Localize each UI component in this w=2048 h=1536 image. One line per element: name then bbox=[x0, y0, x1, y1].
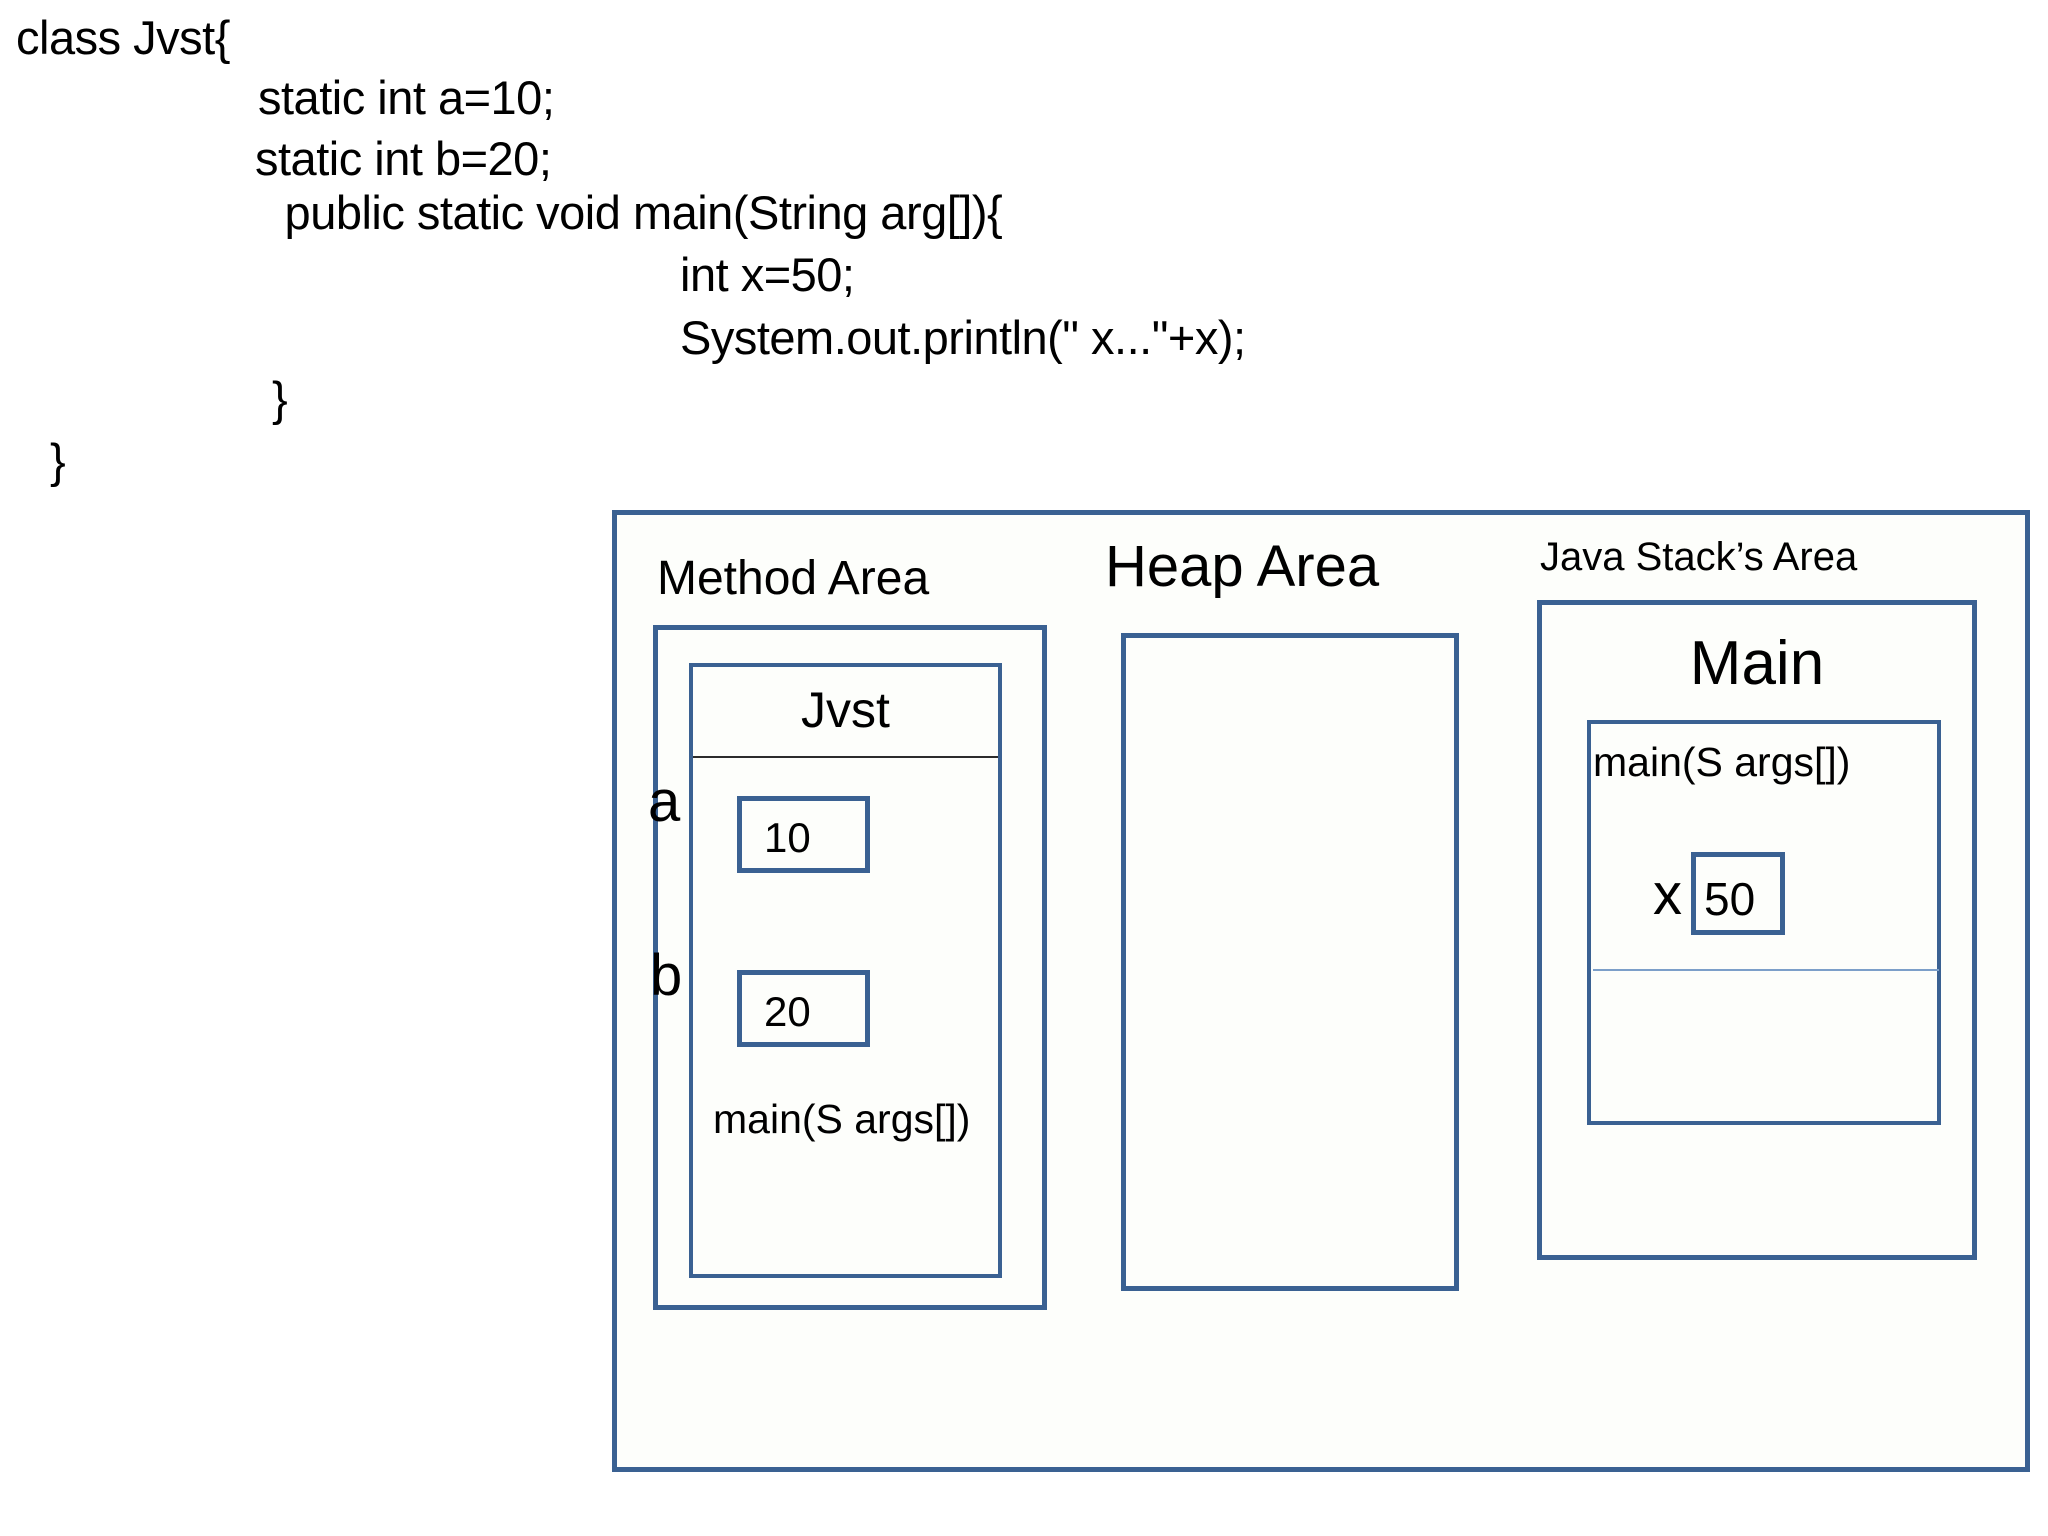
stack-main-frame-title: Main bbox=[1689, 629, 1825, 698]
local-var-x-label: x bbox=[1653, 862, 1682, 927]
code-line-static-b: static int b=20; bbox=[255, 132, 552, 185]
static-field-b-label: b bbox=[650, 943, 683, 1008]
method-area-main-signature: main(S args[]) bbox=[713, 1096, 971, 1142]
static-field-b-value: 20 bbox=[764, 988, 811, 1035]
code-line-close-method: } bbox=[272, 372, 288, 425]
java-stack-area-title: Java Stack’s Area bbox=[1540, 535, 1858, 579]
heap-area-box bbox=[1121, 633, 1459, 1291]
static-field-a-value-box: 10 bbox=[737, 796, 870, 873]
java-stack-area-box: Main main(S args[]) 50 x bbox=[1537, 600, 1977, 1260]
local-var-x-value-box: 50 bbox=[1691, 852, 1785, 935]
local-var-x-value: 50 bbox=[1704, 873, 1756, 925]
code-line-close-class: } bbox=[50, 434, 66, 487]
code-line-class-decl: class Jvst{ bbox=[16, 11, 230, 64]
jvst-class-name: Jvst bbox=[801, 682, 890, 738]
main-stack-frame-signature: main(S args[]) bbox=[1593, 739, 1851, 785]
jvm-memory-diagram: Method Area Jvst 10 20 main(S args[]) a … bbox=[612, 510, 2030, 1472]
static-field-b-value-box: 20 bbox=[737, 970, 870, 1047]
stack-frame-divider bbox=[1593, 969, 1939, 971]
method-area-title: Method Area bbox=[657, 552, 930, 605]
code-line-int-x: int x=50; bbox=[680, 248, 855, 301]
method-area-box: Jvst 10 20 main(S args[]) a b bbox=[648, 625, 1047, 1310]
heap-area-title: Heap Area bbox=[1105, 534, 1380, 599]
static-field-a-label: a bbox=[648, 769, 681, 834]
java-code-listing: class Jvst{ static int a=10; static int … bbox=[0, 0, 1560, 650]
code-line-main-signature: public static void main(String arg[]){ bbox=[272, 186, 1003, 239]
jvst-class-box: Jvst 10 20 main(S args[]) bbox=[689, 663, 1002, 1278]
main-stack-frame-box: main(S args[]) 50 x bbox=[1587, 720, 1941, 1125]
code-line-static-a: static int a=10; bbox=[258, 71, 555, 124]
static-field-a-value: 10 bbox=[764, 814, 811, 861]
class-header-divider bbox=[693, 756, 998, 758]
code-line-println: System.out.println(" x..."+x); bbox=[680, 311, 1246, 364]
